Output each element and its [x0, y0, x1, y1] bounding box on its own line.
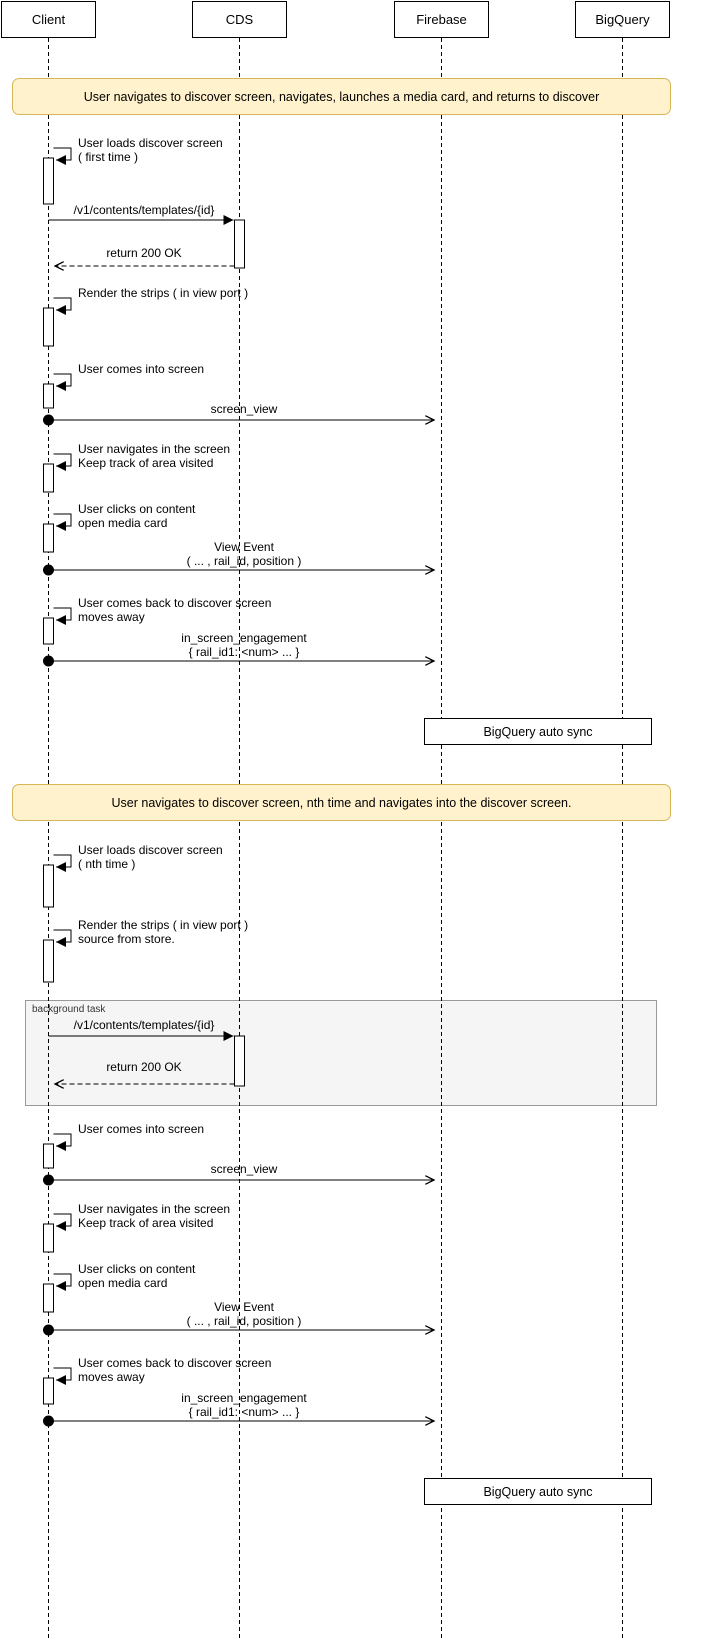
- self-arrow-hook: [53, 513, 72, 531]
- s2-templates-request-arrow: [48, 1031, 245, 1087]
- event-origin-dot: [43, 564, 54, 576]
- activation-bar-cds: [234, 1035, 245, 1087]
- s1-in-screen-engagement-label: in_screen_engagement { rail_id1: <num> .…: [181, 631, 307, 659]
- self-arrow-hook: [53, 373, 72, 391]
- self-arrow-hook: [53, 1273, 72, 1291]
- s2-render-strips-label: Render the strips ( in view port ) sourc…: [78, 918, 249, 946]
- s1-screen-view-event: [43, 414, 436, 426]
- s2-screen-view-event: [43, 1174, 436, 1186]
- s2-navigates-screen-self-call: [43, 1213, 72, 1253]
- actor-bigquery: BigQuery: [575, 1, 670, 38]
- background-task-frame-label: background task: [32, 1004, 106, 1015]
- s2-load-discover-self-call: [43, 854, 72, 908]
- event-origin-dot: [43, 1415, 54, 1427]
- activation-bar-cds: [234, 219, 245, 269]
- activation-bar: [43, 864, 54, 908]
- activation-bar: [43, 307, 54, 347]
- bigquery-sync-box-1-text: BigQuery auto sync: [483, 724, 593, 739]
- self-arrow-hook: [53, 929, 72, 947]
- self-arrow-hook: [53, 1367, 72, 1385]
- s1-comes-back-label: User comes back to discover screen moves…: [78, 596, 272, 624]
- actor-firebase: Firebase: [394, 1, 489, 38]
- s1-render-strips-label: Render the strips ( in view port ): [78, 286, 249, 300]
- s1-clicks-content-label: User clicks on content open media card: [78, 502, 196, 530]
- bigquery-sync-box-2-text: BigQuery auto sync: [483, 1484, 593, 1499]
- phase-banner-1-text: User navigates to discover screen, navig…: [83, 89, 600, 104]
- s1-clicks-content-self-call: [43, 513, 72, 553]
- self-arrow-hook: [53, 854, 72, 872]
- actor-bigquery-label: BigQuery: [595, 12, 650, 27]
- self-arrow-hook: [53, 1213, 72, 1231]
- event-origin-dot: [43, 1324, 54, 1336]
- s2-comes-back-label: User comes back to discover screen moves…: [78, 1356, 272, 1384]
- self-arrow-hook: [53, 453, 72, 471]
- actor-client: Client: [1, 1, 96, 38]
- s2-screen-view-label: screen_view: [210, 1162, 278, 1176]
- event-origin-dot: [43, 1174, 54, 1186]
- s1-comes-into-screen-self-call: [43, 373, 72, 409]
- activation-bar: [43, 383, 54, 409]
- activation-bar: [43, 1377, 54, 1405]
- s1-navigates-screen-self-call: [43, 453, 72, 493]
- s1-templates-request-label: /v1/contents/templates/{id}: [73, 203, 215, 217]
- s1-load-discover-label: User loads discover screen ( first time …: [78, 136, 223, 164]
- s1-templates-request-arrow: [48, 215, 245, 269]
- activation-bar: [43, 1223, 54, 1253]
- s2-comes-into-screen-label: User comes into screen: [78, 1122, 205, 1136]
- lifelines: [48, 38, 623, 1641]
- event-origin-dot: [43, 414, 54, 426]
- activation-bar: [43, 523, 54, 553]
- activation-bar: [43, 1283, 54, 1313]
- s1-view-event: [43, 564, 436, 576]
- actor-client-label: Client: [31, 12, 66, 27]
- actor-firebase-label: Firebase: [416, 12, 467, 27]
- s2-comes-back-self-call: [43, 1367, 72, 1405]
- background-task-frame: background task: [25, 1000, 657, 1106]
- s2-view-event-label: View Event ( ... , rail_id, position ): [186, 1300, 302, 1328]
- bigquery-sync-box-1: BigQuery auto sync: [424, 718, 652, 745]
- actor-cds-label: CDS: [225, 12, 254, 27]
- actor-cds: CDS: [192, 1, 287, 38]
- s1-templates-response-label: return 200 OK: [106, 246, 182, 260]
- s2-in-screen-engagement-label: in_screen_engagement { rail_id1: <num> .…: [181, 1391, 307, 1419]
- self-arrow-hook: [53, 607, 72, 625]
- s2-clicks-content-label: User clicks on content open media card: [78, 1262, 196, 1290]
- s2-templates-request-label: /v1/contents/templates/{id}: [73, 1018, 215, 1032]
- activation-bar: [43, 157, 54, 205]
- s2-in-screen-engagement-event: [43, 1415, 436, 1427]
- s2-view-event: [43, 1324, 436, 1336]
- self-arrow-hook: [53, 1133, 72, 1151]
- s1-screen-view-label: screen_view: [210, 402, 278, 416]
- activation-bar: [43, 939, 54, 983]
- s1-comes-back-self-call: [43, 607, 72, 645]
- phase-banner-2-text: User navigates to discover screen, nth t…: [111, 795, 572, 810]
- s1-comes-into-screen-label: User comes into screen: [78, 362, 205, 376]
- bigquery-sync-box-2: BigQuery auto sync: [424, 1478, 652, 1505]
- activation-bar: [43, 1143, 54, 1169]
- event-origin-dot: [43, 655, 54, 667]
- activation-bar: [43, 463, 54, 493]
- activation-bar: [43, 617, 54, 645]
- phase-banner-1: User navigates to discover screen, navig…: [12, 78, 671, 115]
- phase-banner-2: User navigates to discover screen, nth t…: [12, 784, 671, 821]
- s1-navigates-screen-label: User navigates in the screen Keep track …: [78, 442, 231, 470]
- s2-templates-response-label: return 200 OK: [106, 1060, 182, 1074]
- s2-clicks-content-self-call: [43, 1273, 72, 1313]
- s2-load-discover-label: User loads discover screen ( nth time ): [78, 843, 223, 871]
- s1-view-event-label: View Event ( ... , rail_id, position ): [186, 540, 302, 568]
- s1-load-discover-self-call: [43, 147, 72, 205]
- s2-render-strips-self-call: [43, 929, 72, 983]
- s1-in-screen-engagement-event: [43, 655, 436, 667]
- self-arrow-hook: [53, 147, 72, 165]
- self-arrow-hook: [53, 297, 72, 315]
- s2-comes-into-screen-self-call: [43, 1133, 72, 1169]
- s1-render-strips-self-call: [43, 297, 72, 347]
- s2-navigates-screen-label: User navigates in the screen Keep track …: [78, 1202, 231, 1230]
